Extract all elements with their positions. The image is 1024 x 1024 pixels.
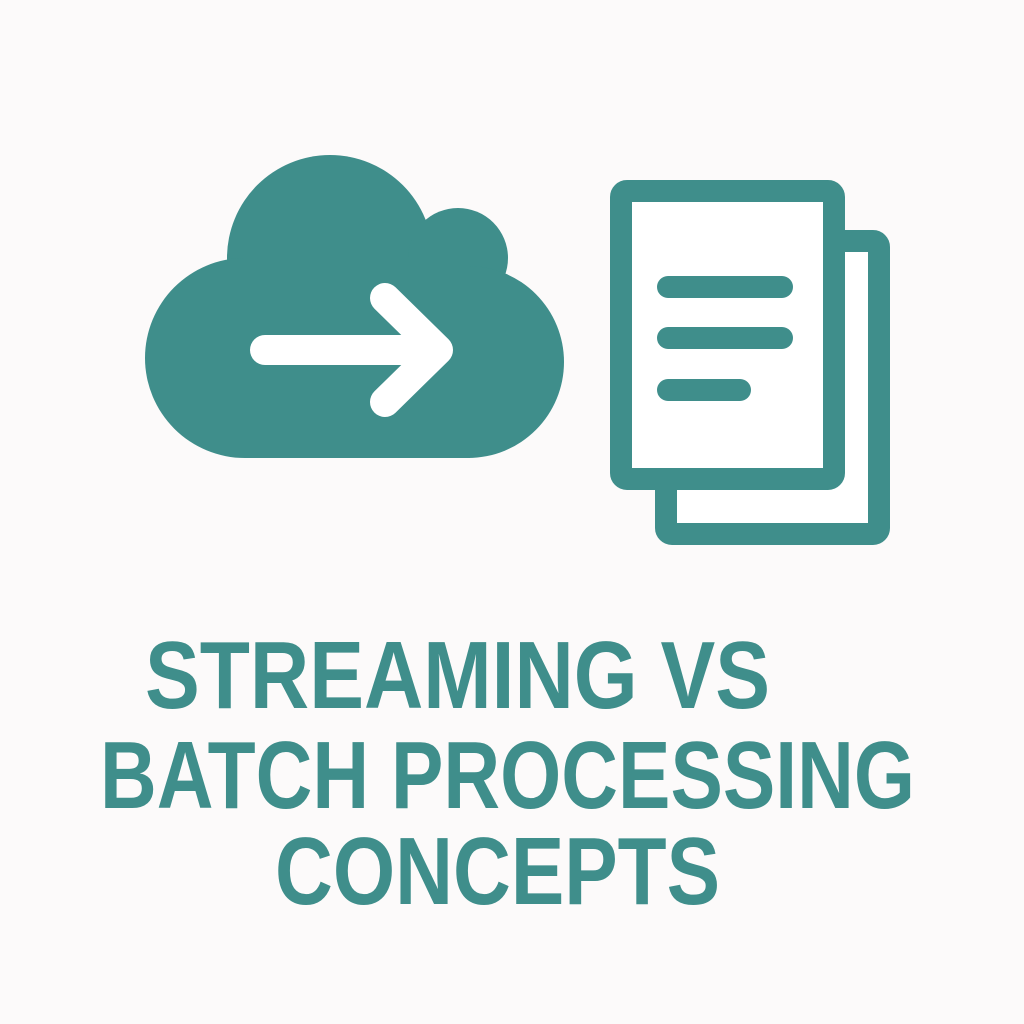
title: STREAMING VS BATCH PROCESSING CONCEPTS bbox=[100, 622, 915, 925]
title-line-3: CONCEPTS bbox=[275, 818, 720, 925]
arrow-right-icon bbox=[250, 283, 453, 417]
documents-icon bbox=[610, 180, 890, 545]
cloud-arrow-icon bbox=[145, 155, 564, 458]
title-line-2: BATCH PROCESSING bbox=[100, 722, 915, 829]
title-line-1: STREAMING VS bbox=[145, 622, 770, 729]
text-lines bbox=[657, 276, 793, 401]
